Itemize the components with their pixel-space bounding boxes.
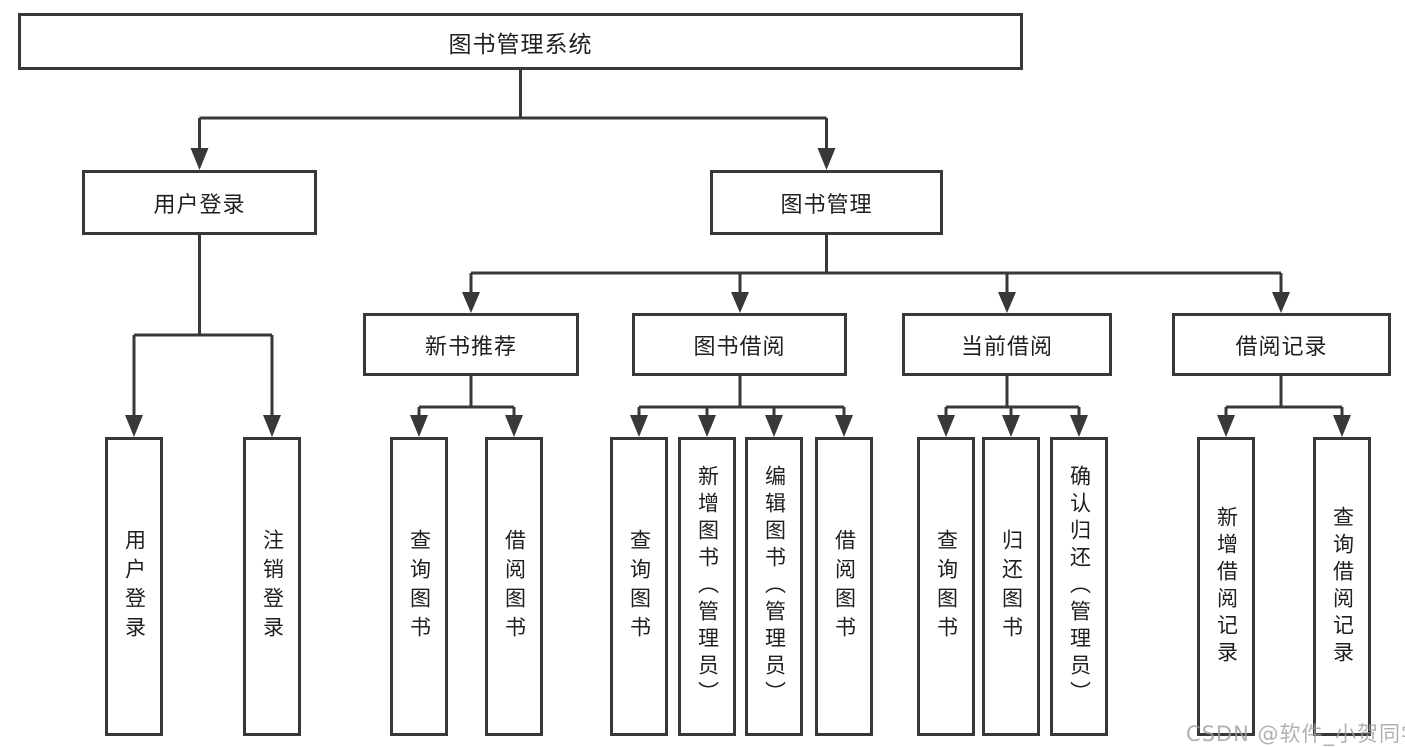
node-user-login: 用户登录 bbox=[82, 170, 317, 235]
leaf-add-borrow-record: 新增借阅记录 bbox=[1197, 437, 1255, 736]
leaf-query-books-1: 查询图书 bbox=[390, 437, 448, 736]
node-book-mgmt-label: 图书管理 bbox=[780, 192, 873, 218]
leaf-query-borrow-record-label: 查询借阅记录 bbox=[1330, 505, 1355, 668]
leaf-logout-label: 注销登录 bbox=[260, 528, 285, 645]
leaf-add-books-admin-label: 新增图书（管理员） bbox=[695, 465, 720, 708]
node-root-label: 图书管理系统 bbox=[448, 31, 593, 58]
leaf-borrow-books-2-label: 借阅图书 bbox=[832, 528, 857, 645]
leaf-return-books-label: 归还图书 bbox=[999, 528, 1024, 645]
node-book-borrow: 图书借阅 bbox=[632, 313, 847, 376]
node-current-borrow: 当前借阅 bbox=[902, 313, 1112, 376]
node-new-book-rec-label: 新书推荐 bbox=[424, 334, 517, 360]
leaf-edit-books-admin: 编辑图书（管理员） bbox=[745, 437, 803, 736]
leaf-query-books-3-label: 查询图书 bbox=[934, 528, 959, 645]
node-borrow-records: 借阅记录 bbox=[1172, 313, 1391, 376]
leaf-logout: 注销登录 bbox=[243, 437, 301, 736]
node-new-book-rec: 新书推荐 bbox=[363, 313, 579, 376]
node-borrow-records-label: 借阅记录 bbox=[1235, 334, 1328, 360]
leaf-user-login-label: 用户登录 bbox=[122, 528, 147, 645]
leaf-add-books-admin: 新增图书（管理员） bbox=[678, 437, 736, 736]
arrowhead-icons bbox=[125, 148, 1351, 437]
leaf-query-books-1-label: 查询图书 bbox=[407, 528, 432, 645]
leaf-query-books-2-label: 查询图书 bbox=[627, 528, 652, 645]
leaf-return-books: 归还图书 bbox=[982, 437, 1040, 736]
node-root: 图书管理系统 bbox=[18, 13, 1023, 70]
leaf-edit-books-admin-label: 编辑图书（管理员） bbox=[762, 465, 787, 708]
leaf-add-borrow-record-label: 新增借阅记录 bbox=[1214, 505, 1239, 668]
csdn-watermark: CSDN @软件_小贺同学 bbox=[1186, 722, 1405, 746]
node-book-mgmt: 图书管理 bbox=[710, 170, 943, 235]
leaf-query-books-3: 查询图书 bbox=[917, 437, 975, 736]
node-user-login-label: 用户登录 bbox=[153, 192, 246, 218]
leaf-borrow-books-1: 借阅图书 bbox=[485, 437, 543, 736]
node-current-borrow-label: 当前借阅 bbox=[960, 334, 1053, 360]
leaf-query-books-2: 查询图书 bbox=[610, 437, 668, 736]
node-book-borrow-label: 图书借阅 bbox=[693, 334, 786, 360]
leaf-borrow-books-1-label: 借阅图书 bbox=[502, 528, 527, 645]
leaf-user-login: 用户登录 bbox=[105, 437, 163, 736]
leaf-confirm-return-admin: 确认归还（管理员） bbox=[1050, 437, 1108, 736]
leaf-borrow-books-2: 借阅图书 bbox=[815, 437, 873, 736]
leaf-confirm-return-admin-label: 确认归还（管理员） bbox=[1067, 465, 1092, 708]
leaf-query-borrow-record: 查询借阅记录 bbox=[1313, 437, 1371, 736]
